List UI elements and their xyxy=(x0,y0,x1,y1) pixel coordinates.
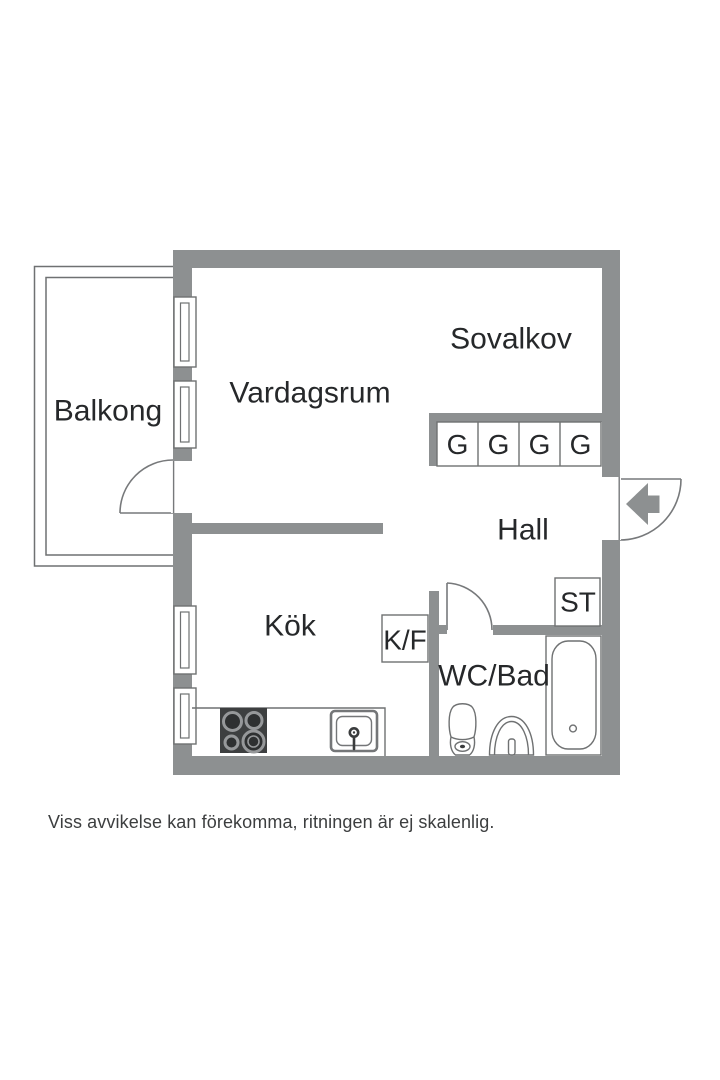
wall-bathroom-left xyxy=(429,591,439,756)
wall-wardrobe-cap xyxy=(429,413,438,466)
storage-label: ST xyxy=(560,587,596,618)
window-living-1 xyxy=(173,296,197,368)
burner xyxy=(244,711,264,730)
bathroom-door-arc xyxy=(446,582,493,631)
balcony-label: Balkong xyxy=(54,395,162,428)
wall-openings xyxy=(171,461,621,540)
door-swings xyxy=(119,459,682,631)
windows xyxy=(173,296,197,745)
room-labels: Balkong Vardagsrum Sovalkov Hall Kök WC/… xyxy=(54,323,596,693)
wardrobe-label: G xyxy=(570,429,592,460)
fridge-freezer-label: K/F xyxy=(383,625,427,656)
wardrobe-label: G xyxy=(488,429,510,460)
entrance-door-arc xyxy=(619,478,682,541)
disclaimer-note: Viss avvikelse kan förekomma, ritningen … xyxy=(48,812,495,832)
toilet-icon xyxy=(448,703,477,756)
storage-closet-box xyxy=(554,577,601,627)
bathroom-door-swing xyxy=(446,582,493,631)
balcony-outer-line xyxy=(33,265,174,567)
balcony-outline xyxy=(33,265,174,567)
balcony-door-arc xyxy=(119,459,174,514)
wardrobe-label: G xyxy=(447,429,469,460)
entrance-door-opening xyxy=(601,477,621,540)
opening-threshold-lines xyxy=(172,461,620,540)
burner xyxy=(223,734,240,751)
wardrobe-label: G xyxy=(529,429,551,460)
window-kitchen-1 xyxy=(173,605,197,675)
window-kitchen-2 xyxy=(173,687,197,745)
kitchen-sink-icon xyxy=(329,709,379,753)
wall-bottom xyxy=(173,756,620,775)
hall-label: Hall xyxy=(497,514,549,547)
fridge-freezer-box xyxy=(381,614,429,663)
balcony-door-opening xyxy=(171,461,193,513)
burner xyxy=(222,711,243,732)
bathroom-label: WC/Bad xyxy=(438,660,550,693)
window-living-2 xyxy=(173,380,197,449)
balcony-inner-line xyxy=(45,276,174,556)
balcony-door-swing xyxy=(119,459,174,514)
wall-bathroom-top xyxy=(493,625,602,635)
washbasin-icon xyxy=(488,715,535,756)
wall-kitchen-divider xyxy=(192,523,383,534)
wall-bathroom-door-stub xyxy=(438,625,447,634)
bathtub-drain xyxy=(568,724,578,733)
entry-arrow-icon xyxy=(626,483,660,525)
sleeping-alcove-label: Sovalkov xyxy=(450,323,572,356)
wardrobe-row xyxy=(436,421,602,467)
living-room-label: Vardagsrum xyxy=(229,377,390,410)
burner xyxy=(241,729,266,754)
wall-wardrobe-top xyxy=(429,413,602,422)
entrance-door-swing xyxy=(619,478,682,541)
burner-inner-ring xyxy=(247,735,260,748)
stove-icon xyxy=(220,708,267,754)
kitchen-label: Kök xyxy=(264,610,317,643)
wall-top xyxy=(173,250,620,268)
bathtub-icon xyxy=(545,635,602,756)
